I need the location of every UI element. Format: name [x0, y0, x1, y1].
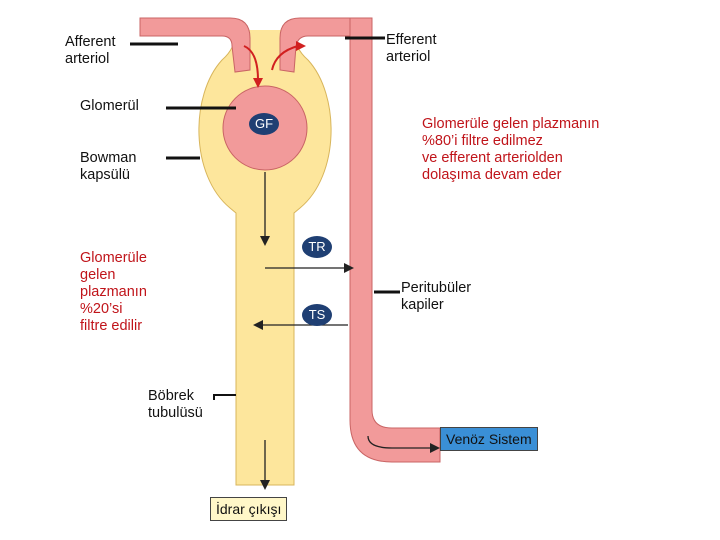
venous-system-box: Venöz Sistem — [440, 427, 538, 451]
efferent-flow-arrow — [271, 45, 299, 71]
unfiltered-fraction-label: Glomerüle gelen plazmanın %80’i filtre e… — [422, 116, 600, 183]
afferent-flow-arrowhead — [253, 78, 263, 88]
ts-badge: TS — [302, 304, 332, 326]
renal-tubule-label: Böbrek tubulüsü — [148, 388, 203, 421]
tubule-leader — [213, 394, 236, 400]
afferent-flow-arrow — [243, 45, 259, 81]
efferent-flow-arrowhead — [296, 41, 306, 51]
gf-badge: GF — [249, 113, 279, 135]
tr-badge: TR — [302, 236, 332, 258]
efferent-arteriole-label: Efferent arteriol — [386, 32, 437, 65]
afferent-arteriole-label: Afferent arteriol — [65, 34, 116, 67]
filtered-fraction-label: Glomerüle gelen plazmanın %20’si filtre … — [80, 250, 147, 334]
urine-output-box: İdrar çıkışı — [210, 497, 288, 521]
bowman-capsule-label: Bowman kapsülü — [80, 150, 137, 183]
peritubular-capillary — [349, 17, 441, 463]
peritubular-capillary-label: Peritubüler kapiler — [401, 280, 472, 313]
afferent-arteriole — [139, 17, 251, 73]
flow-arrows — [253, 172, 440, 490]
leader-lines — [130, 36, 400, 294]
glomerulus-label: Glomerül — [80, 98, 139, 114]
